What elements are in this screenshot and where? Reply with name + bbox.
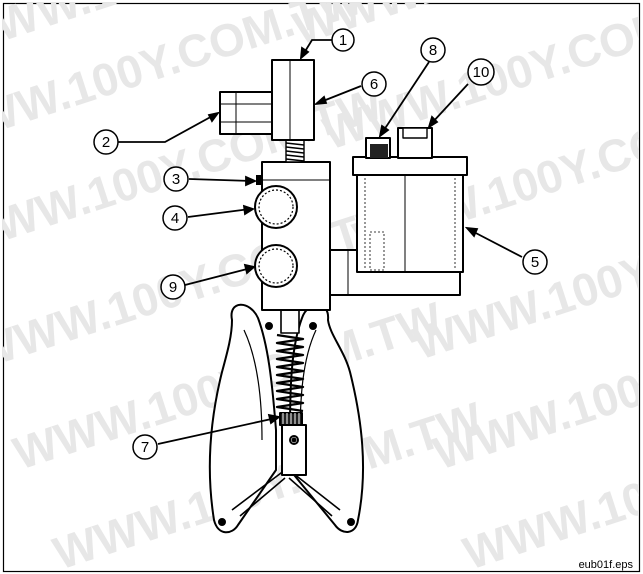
left-pivot-dot — [265, 322, 273, 330]
left-grip-dot — [218, 518, 226, 526]
collar-knurl — [282, 413, 300, 425]
callout-7: 7 — [132, 434, 158, 460]
reservoir — [356, 174, 464, 273]
callout-2: 2 — [93, 129, 119, 155]
callout-10: 10 — [467, 58, 495, 86]
svg-text:4: 4 — [171, 210, 179, 227]
left-handle-contour — [243, 329, 263, 441]
tee-fitting — [271, 59, 315, 141]
threaded-stem — [285, 139, 305, 163]
svg-text:3: 3 — [172, 171, 180, 188]
svg-text:5: 5 — [531, 254, 539, 271]
left-handle — [208, 303, 277, 534]
spring — [275, 304, 305, 413]
fine-adjust-knob — [254, 244, 298, 288]
callout-6: 6 — [361, 71, 387, 97]
callout-3: 3 — [163, 166, 189, 192]
callout-9: 9 — [160, 274, 186, 300]
side-port — [219, 91, 273, 135]
svg-text:7: 7 — [141, 439, 149, 456]
callout-markers: 1 2 3 4 5 6 7 8 — [93, 28, 548, 460]
pump-drawing — [208, 59, 468, 534]
svg-text:10: 10 — [473, 64, 490, 81]
svg-text:6: 6 — [370, 76, 378, 93]
svg-text:1: 1 — [339, 32, 347, 49]
callout-1: 1 — [331, 28, 355, 52]
right-handle — [289, 303, 365, 533]
lower-block-bolt-center — [291, 437, 297, 443]
svg-text:9: 9 — [169, 279, 177, 296]
right-pivot-dot — [309, 322, 317, 330]
reservoir-cap — [352, 156, 468, 176]
right-grip-dot — [347, 518, 355, 526]
callout-8: 8 — [420, 37, 446, 63]
svg-text:8: 8 — [429, 42, 437, 59]
callout-4: 4 — [162, 205, 188, 231]
pressure-vacuum-knob — [254, 185, 298, 229]
lower-block — [281, 424, 307, 476]
callout-leaders — [118, 39, 523, 445]
vent-valve — [256, 175, 263, 185]
linkage-arms — [231, 469, 341, 517]
figure-filename: eub01f.eps — [579, 559, 634, 571]
svg-text:2: 2 — [102, 134, 110, 151]
callout-5: 5 — [522, 249, 548, 275]
pump-body — [261, 161, 331, 311]
